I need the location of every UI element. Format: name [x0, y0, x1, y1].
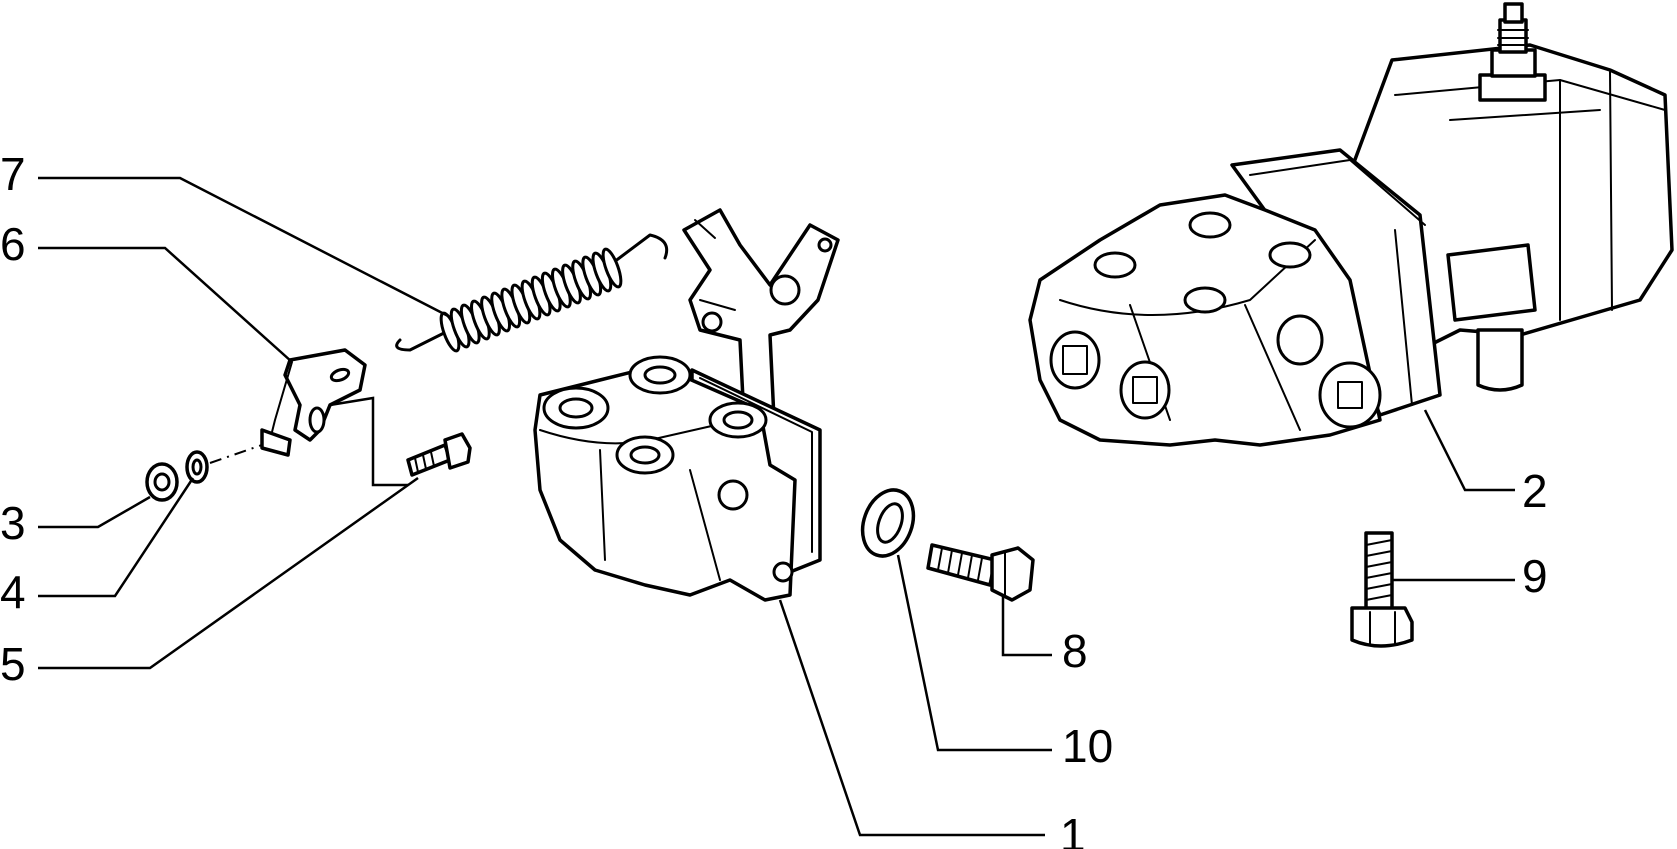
part-8-bolt-horizontal: [926, 543, 1035, 602]
callout-3: 3: [0, 497, 26, 549]
callout-1: 1: [1060, 809, 1086, 849]
callout-10: 10: [1062, 720, 1113, 772]
callout-7: 7: [0, 148, 26, 200]
callout-5: 5: [0, 638, 26, 690]
leader-line-3: [38, 495, 151, 529]
leader-line-6: [38, 246, 293, 363]
callout-6: 6: [0, 218, 26, 270]
part-1-valve-body: [533, 208, 840, 602]
callout-4: 4: [0, 566, 26, 618]
part-9-bolt-vertical: [1350, 531, 1414, 648]
assembly-axis-lines: [209, 396, 408, 487]
callout-9: 9: [1522, 550, 1548, 602]
callout-8: 8: [1062, 625, 1088, 677]
part-10-washer: [860, 488, 916, 558]
part-6-lever: [260, 348, 367, 457]
part-7-spring: [395, 233, 669, 353]
part-2-regulator-assembly: [1028, 2, 1674, 447]
leader-line-8: [1001, 595, 1052, 657]
leader-line-4: [38, 477, 195, 598]
leader-line-10: [896, 554, 1052, 752]
leader-line-1: [778, 599, 1045, 837]
part-3-nut: [145, 462, 179, 502]
callout-labels: 1 2 3 4 5 6 7 8 9 10: [0, 148, 1548, 849]
leader-lines: [38, 176, 1515, 837]
part-4-washer: [185, 450, 209, 484]
callout-2: 2: [1522, 465, 1548, 517]
part-5-bolt-small: [406, 432, 472, 477]
spring-coil: [601, 247, 623, 289]
leader-line-7: [38, 176, 453, 320]
leader-line-5: [38, 476, 419, 670]
leader-line-2: [1423, 409, 1515, 492]
